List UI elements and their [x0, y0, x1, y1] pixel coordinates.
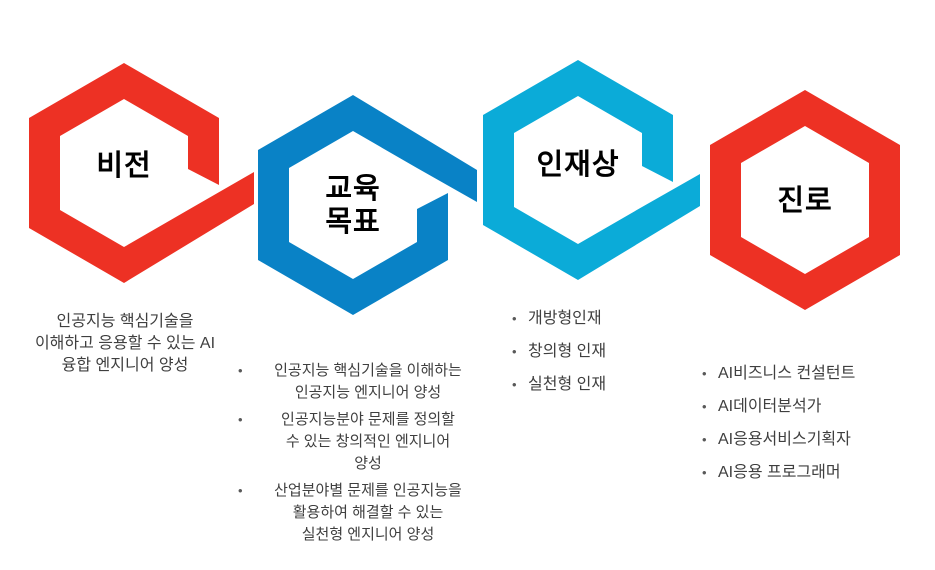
hexagon-vision-label: 비전 — [96, 150, 152, 182]
goals-line: 활용하여 해결할 수 있는 — [292, 504, 444, 521]
career-item-text: AI비즈니스 컨설턴트 — [718, 365, 856, 382]
bullet-icon: • — [512, 377, 517, 392]
list-item: • AI데이터분석가 — [702, 396, 912, 418]
hexagon-goals-label-line2: 목표 — [325, 206, 381, 238]
hexagon-goals-label: 교육 목표 — [263, 173, 443, 239]
goals-line: 실천형 엔지니어 양성 — [301, 526, 435, 543]
goals-item-text: 산업분야별 문제를 인공지능을 활용하여 해결할 수 있는 실천형 엔지니어 양… — [254, 480, 482, 546]
career-item-text: AI응용서비스기획자 — [718, 431, 851, 448]
goals-line: 수 있는 창의적인 엔지니어 — [285, 433, 451, 450]
hexagon-goals-label-line1: 교육 — [325, 173, 381, 205]
list-item: • 인공지능분야 문제를 정의할 수 있는 창의적인 엔지니어 양성 — [238, 409, 482, 475]
goals-line: 산업분야별 문제를 인공지능을 — [274, 482, 462, 499]
bullet-icon: • — [512, 311, 517, 326]
goals-line: 양성 — [354, 455, 382, 472]
vision-line: 이해하고 응용할 수 있는 AI — [34, 335, 216, 352]
vision-description: 인공지능 핵심기술을 이해하고 응용할 수 있는 AI 융합 엔지니어 양성 — [15, 311, 235, 377]
goals-line: 인공지능분야 문제를 정의할 — [281, 411, 455, 428]
goals-line: 인공지능 엔지니어 양성 — [294, 384, 442, 401]
talent-item-text: 실천형 인재 — [528, 376, 607, 393]
goals-item-text: 인공지능분야 문제를 정의할 수 있는 창의적인 엔지니어 양성 — [254, 409, 482, 475]
hexagon-talent-shape — [483, 60, 700, 280]
career-item-text: AI응용 프로그래머 — [718, 464, 841, 481]
bullet-icon: • — [238, 412, 243, 427]
talent-item-text: 개방형인재 — [528, 310, 602, 327]
list-item: • 개방형인재 — [512, 308, 682, 330]
hexagon-career-shape — [710, 90, 900, 310]
goals-line: 인공지능 핵심기술을 이해하는 — [274, 362, 462, 379]
bullet-icon: • — [702, 465, 707, 480]
bullet-icon: • — [702, 432, 707, 447]
vision-line: 인공지능 핵심기술을 — [56, 313, 194, 330]
talent-list: • 개방형인재 • 창의형 인재 • 실천형 인재 — [512, 308, 682, 407]
list-item: • AI응용서비스기획자 — [702, 429, 912, 451]
list-item: • AI비즈니스 컨설턴트 — [702, 363, 912, 385]
list-item: • 창의형 인재 — [512, 341, 682, 363]
hexagon-vision-shape — [29, 63, 254, 283]
hexagon-career-label: 진로 — [777, 185, 833, 217]
bullet-icon: • — [702, 366, 707, 381]
career-item-text: AI데이터분석가 — [718, 398, 822, 415]
talent-item-text: 창의형 인재 — [528, 343, 607, 360]
goals-list: • 인공지능 핵심기술을 이해하는 인공지능 엔지니어 양성 • 인공지능분야 … — [238, 360, 482, 546]
hexagon-goals-shape — [258, 95, 477, 315]
hexagon-talent-label: 인재상 — [536, 149, 620, 181]
career-list: • AI비즈니스 컨설턴트 • AI데이터분석가 • AI응용서비스기획자 • … — [702, 363, 912, 495]
bullet-icon: • — [238, 363, 243, 378]
bullet-icon: • — [702, 399, 707, 414]
goals-item-text: 인공지능 핵심기술을 이해하는 인공지능 엔지니어 양성 — [254, 360, 482, 404]
bullet-icon: • — [512, 344, 517, 359]
list-item: • 인공지능 핵심기술을 이해하는 인공지능 엔지니어 양성 — [238, 360, 482, 404]
bullet-icon: • — [238, 483, 243, 498]
list-item: • 실천형 인재 — [512, 374, 682, 396]
list-item: • AI응용 프로그래머 — [702, 462, 912, 484]
list-item: • 산업분야별 문제를 인공지능을 활용하여 해결할 수 있는 실천형 엔지니어… — [238, 480, 482, 546]
vision-line: 융합 엔지니어 양성 — [61, 357, 189, 374]
